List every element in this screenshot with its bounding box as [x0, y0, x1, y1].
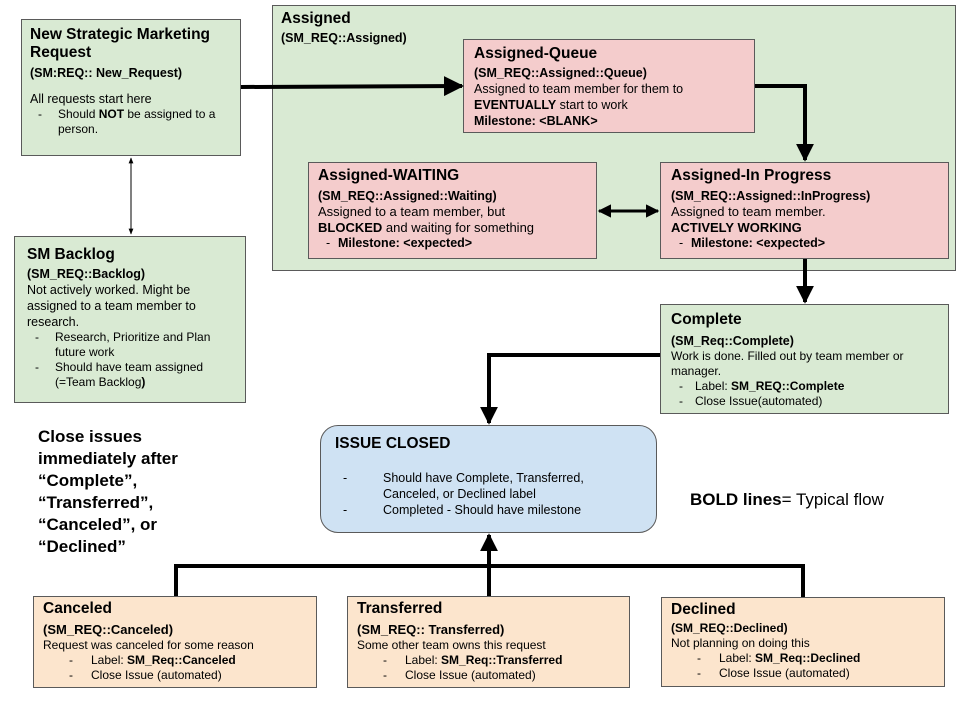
arrow-new-to-queue — [240, 76, 464, 97]
node-description: Assigned to team member. — [671, 204, 826, 219]
node-bullet: Completed - Should have milestone — [335, 502, 642, 518]
node-code: (SM_REQ::Assigned::Waiting) — [318, 189, 497, 203]
node-close: Close Issue(automated) — [671, 394, 938, 409]
node-code: (SM_REQ::Assigned::Queue) — [474, 66, 647, 80]
node-description: BLOCKED and waiting for something — [318, 220, 535, 235]
node-code: (SM_Req::Complete) — [671, 334, 794, 348]
node-label: Label: SM_Req::Canceled — [43, 653, 307, 668]
node-milestone: Milestone: <BLANK> — [474, 114, 598, 128]
legend-rest-text: = Typical flow — [781, 490, 884, 509]
declined-node: Declined (SM_REQ::Declined) Not planning… — [661, 597, 945, 687]
node-description: EVENTUALLY start to work — [474, 98, 628, 112]
complete-node: Complete (SM_Req::Complete) Work is done… — [660, 304, 949, 414]
node-title: Declined — [671, 601, 736, 618]
canceled-node: Canceled (SM_REQ::Canceled) Request was … — [33, 596, 317, 688]
node-bullet: Research, Prioritize and Plan future wor… — [27, 330, 233, 360]
node-description: Assigned to team member for them to — [474, 82, 684, 96]
node-description: Some other team owns this request — [357, 638, 546, 652]
node-title: SM Backlog — [27, 246, 115, 263]
assigned-inprogress-node: Assigned-In Progress (SM_REQ::Assigned::… — [660, 162, 949, 259]
node-code: (SM_REQ::Assigned::InProgress) — [671, 189, 871, 203]
node-code: (SM_REQ::Canceled) — [43, 622, 174, 637]
assigned-group-title: Assigned — [281, 10, 351, 27]
assigned-waiting-node: Assigned-WAITING (SM_REQ::Assigned::Wait… — [308, 162, 597, 259]
node-description: Work is done. Filled out by team member … — [671, 349, 904, 378]
assigned-group-code: (SM_REQ::Assigned) — [281, 31, 407, 45]
node-code: (SM_REQ:: Transferred) — [357, 622, 505, 637]
node-description: All requests start here — [30, 92, 152, 106]
close-issues-note: Close issues immediately after “Complete… — [38, 427, 178, 556]
node-close: Close Issue (automated) — [357, 668, 620, 683]
node-title: Canceled — [43, 600, 112, 617]
issue-closed-node: ISSUE CLOSED Should have Complete, Trans… — [320, 425, 657, 533]
node-description: Request was canceled for some reason — [43, 638, 254, 652]
assigned-queue-node: Assigned-Queue (SM_REQ::Assigned::Queue)… — [463, 39, 755, 133]
new-request-node: New Strategic Marketing Request (SM:REQ:… — [21, 19, 241, 156]
node-title: Complete — [671, 311, 742, 328]
node-milestone: Milestone: <expected> — [318, 236, 587, 251]
node-title: Assigned-In Progress — [671, 167, 832, 184]
node-description: Not planning on doing this — [671, 636, 810, 650]
transferred-node: Transferred (SM_REQ:: Transferred) Some … — [347, 596, 630, 688]
node-title: New Strategic Marketing Request — [30, 26, 211, 61]
node-title: ISSUE CLOSED — [335, 435, 451, 452]
node-close: Close Issue (automated) — [671, 666, 935, 681]
node-code: (SM_REQ::Declined) — [671, 621, 788, 635]
node-bullet: Should NOT be assigned to a person. — [30, 107, 232, 137]
legend-bold-text: BOLD lines — [690, 490, 782, 509]
node-title: Assigned-WAITING — [318, 167, 460, 184]
node-close: Close Issue (automated) — [43, 668, 307, 683]
node-description: Not actively worked. Might be assigned t… — [27, 283, 196, 329]
arrow-queue-to-inprogress — [755, 84, 814, 162]
arrow-complete-to-closed — [480, 353, 660, 425]
node-description: ACTIVELY WORKING — [671, 220, 802, 235]
node-label: Label: SM_Req::Declined — [671, 651, 935, 666]
node-label: Label: SM_REQ::Complete — [671, 379, 938, 394]
backlog-node: SM Backlog (SM_REQ::Backlog) Not activel… — [14, 236, 246, 403]
node-bullet: Should have team assigned (=Team Backlog… — [27, 360, 233, 390]
node-code: (SM:REQ:: New_Request) — [30, 66, 183, 80]
node-description: Assigned to a team member, but — [318, 204, 506, 219]
node-milestone: Milestone: <expected> — [671, 236, 938, 251]
node-bullet: Should have Complete, Transferred, Cance… — [335, 470, 642, 502]
legend-note: BOLD lines= Typical flow — [690, 490, 884, 510]
node-code: (SM_REQ::Backlog) — [27, 267, 146, 281]
node-label: Label: SM_Req::Transferred — [357, 653, 620, 668]
node-title: Transferred — [357, 600, 443, 617]
node-title: Assigned-Queue — [474, 45, 598, 62]
